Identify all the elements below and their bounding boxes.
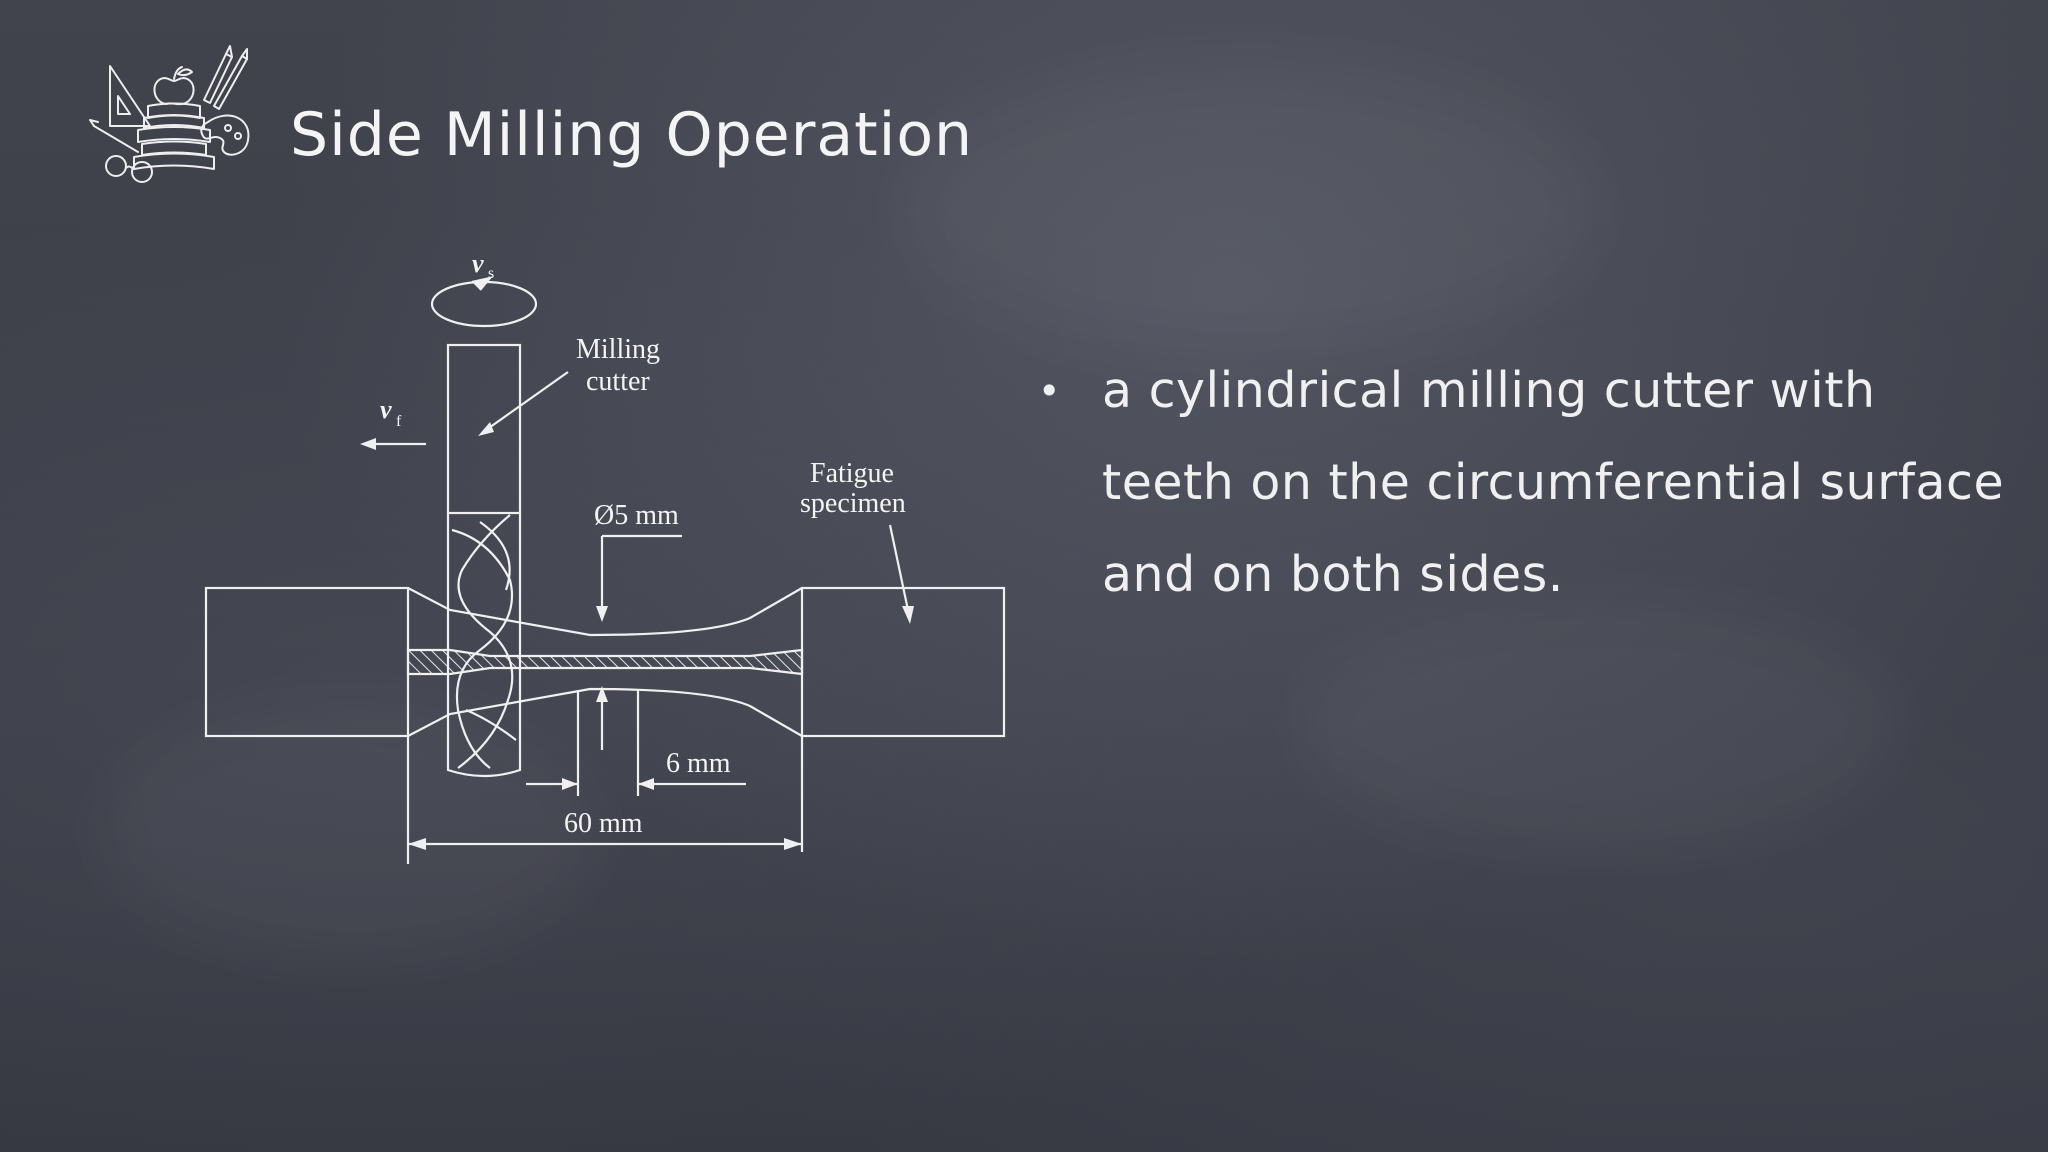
fatigue-label-line1: Fatigue — [810, 458, 894, 489]
school-supplies-logo-icon — [89, 45, 250, 183]
spindle-speed-subscript: s — [488, 265, 494, 282]
bullet-item: • a cylindrical milling cutter with teet… — [1030, 345, 2020, 621]
bullet-list: • a cylindrical milling cutter with teet… — [1030, 345, 2020, 621]
fatigue-label-line2: specimen — [800, 488, 906, 519]
rotation-arrow-icon — [430, 280, 538, 328]
feed-subscript: f — [396, 413, 402, 430]
slide-title: Side Milling Operation — [290, 100, 974, 170]
gauge-length-label: 6 mm — [666, 748, 731, 779]
feed-label: v — [380, 395, 392, 424]
specimen-upper-edge — [407, 587, 803, 637]
total-length-label: 60 mm — [564, 808, 643, 839]
bullet-text: a cylindrical milling cutter with teeth … — [1102, 362, 2005, 603]
spindle-speed-label: v — [472, 249, 484, 278]
side-milling-diagram: v s v f Milling cutter Ø5 mm Fatigue spe… — [204, 249, 1006, 864]
left-grip-block — [204, 586, 410, 738]
milling-cutter-label-line1: Milling — [576, 334, 660, 365]
right-grip-block — [800, 586, 1006, 738]
bullet-dot-icon: • — [1038, 369, 1061, 413]
specimen-hatched-section — [406, 648, 804, 676]
milling-cutter-label-line2: cutter — [586, 366, 650, 397]
specimen-lower-edge — [407, 687, 803, 737]
cutter-shank — [446, 343, 522, 515]
diameter-label: Ø5 mm — [594, 500, 679, 531]
cutter-body — [446, 513, 522, 778]
